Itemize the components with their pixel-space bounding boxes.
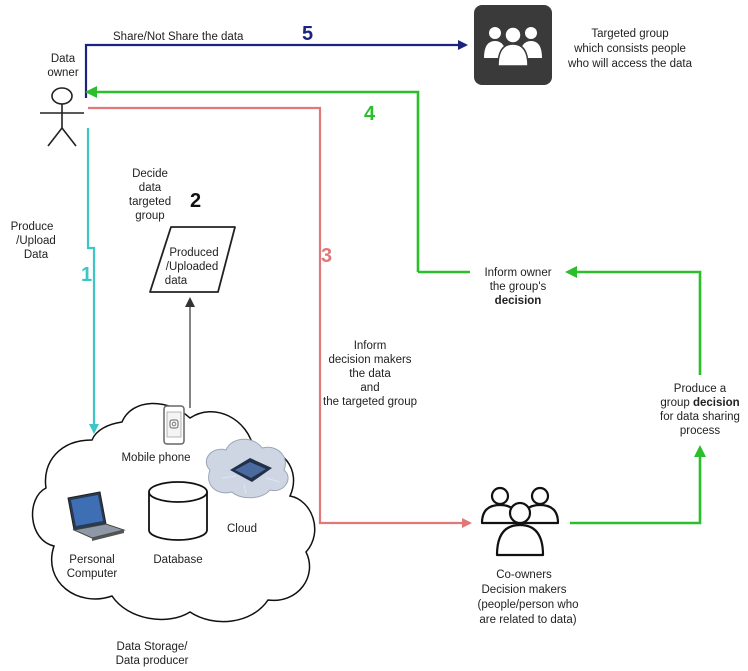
phone-label: Mobile phone <box>121 452 190 464</box>
inform-makers-line5: the targeted group <box>323 396 417 408</box>
laptop-icon <box>67 491 126 541</box>
inform-makers-line1: Inform <box>354 340 387 352</box>
cloud-chip-icon <box>205 438 289 499</box>
inform-makers-line3: the data <box>349 368 391 380</box>
data-box-line2: /Uploaded <box>166 261 218 273</box>
inform-makers-arrow <box>88 106 472 528</box>
decide-label-line3: targeted <box>129 196 171 208</box>
produced-data-box <box>149 226 236 293</box>
produce-label-line3: Data <box>24 249 49 261</box>
storage-caption-line1: Data Storage/ <box>117 641 189 653</box>
step-2-number: 2 <box>190 190 201 212</box>
owner-label-line2: owner <box>47 67 78 79</box>
people-group-icon <box>474 5 552 85</box>
group-label-line1: Targeted group <box>591 28 668 40</box>
cloud-label: Cloud <box>227 523 257 535</box>
stick-figure-icon <box>40 87 84 147</box>
owner-label-line1: Data <box>51 53 76 65</box>
decide-label-line2: data <box>139 182 162 194</box>
decide-label-line4: group <box>135 210 164 222</box>
coowners-line4: are related to data) <box>479 614 576 626</box>
produce-decision-line3: for data sharing <box>660 411 740 423</box>
share-label: Share/Not Share the data <box>113 31 244 43</box>
data-box-line3: data <box>165 275 188 287</box>
computer-label-line1: Personal <box>69 554 114 566</box>
inform-owner-line2: the group's <box>490 281 547 293</box>
decision-to-owner-arrow <box>565 266 702 375</box>
group-label-line2: which consists people <box>573 43 686 55</box>
produce-decision-line4: process <box>680 425 721 437</box>
group-label-line3: who will access the data <box>567 58 693 70</box>
step-3-number: 3 <box>321 245 332 267</box>
produce-arrow <box>86 128 99 434</box>
coowners-line1: Co-owners <box>496 569 552 581</box>
inform-makers-line2: decision makers <box>328 354 411 366</box>
coowners-line3: (people/person who <box>477 599 578 611</box>
inform-owner-arrow <box>85 86 420 272</box>
decide-label-line1: Decide <box>132 168 168 180</box>
produce-decision-line2-pre: group <box>660 397 693 409</box>
produce-decision-line2-bold: decision <box>693 397 740 409</box>
mobile-phone-icon <box>163 405 185 445</box>
share-arrow <box>84 40 468 98</box>
database-label: Database <box>153 554 202 566</box>
inform-makers-line4: and <box>360 382 379 394</box>
storage-caption-line2: Data producer <box>116 655 189 667</box>
coowners-line2: Decision makers <box>482 584 567 596</box>
people-outline-icon <box>480 486 560 557</box>
produce-label-line1: Produce <box>11 221 54 233</box>
step-1-number: 1 <box>81 264 92 286</box>
data-box-line1: Produced <box>169 247 218 259</box>
produce-decision-line1: Produce a <box>674 383 727 395</box>
produce-label-line2: /Upload <box>16 235 56 247</box>
step-5-number: 5 <box>302 23 313 45</box>
step-4-number: 4 <box>364 103 376 125</box>
produce-decision-line2: group decision <box>660 397 739 409</box>
database-cylinder-icon <box>148 481 208 541</box>
computer-label-line2: Computer <box>67 568 118 580</box>
inform-owner-line3: decision <box>495 295 542 307</box>
inform-owner-line1: Inform owner <box>484 267 551 279</box>
produce-decision-arrow <box>570 445 706 525</box>
